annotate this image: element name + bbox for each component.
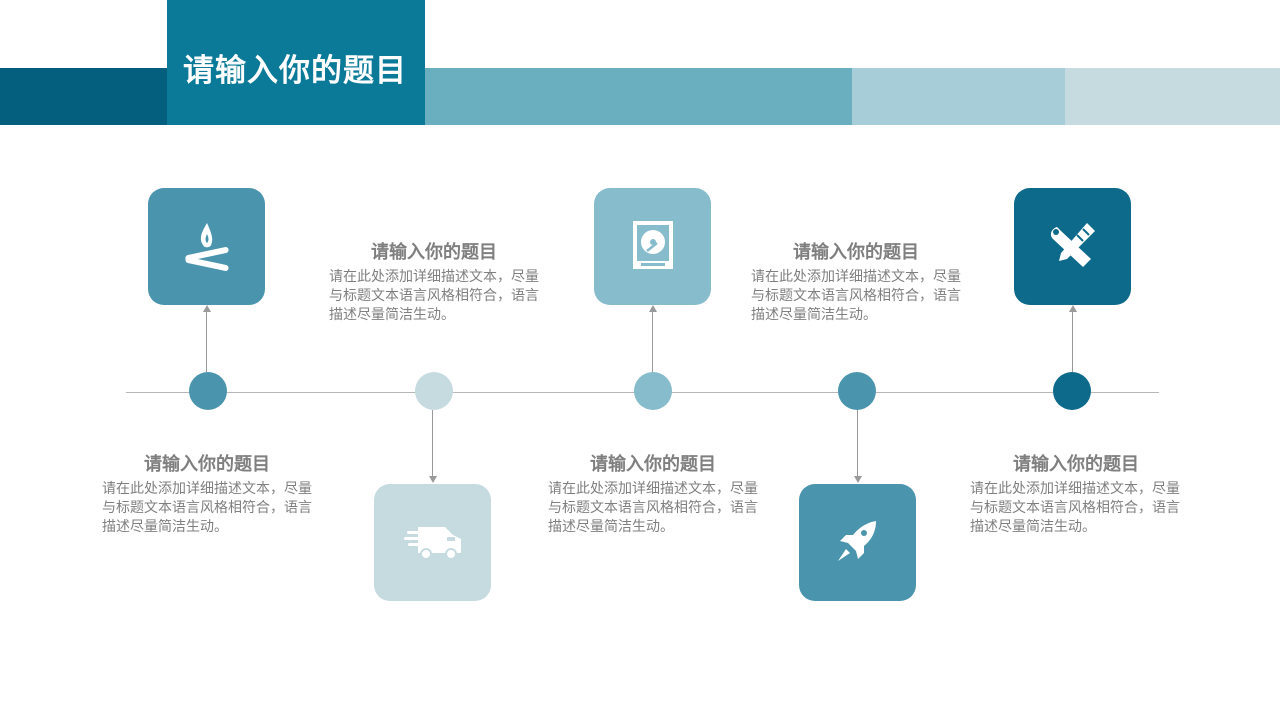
arrow-1 bbox=[203, 305, 211, 312]
item-4-desc: 请在此处添加详细描述文本，尽量与标题文本语言风格相符合，语言描述尽量简洁生动。 bbox=[751, 269, 961, 323]
item-4-title: 请输入你的题目 bbox=[793, 242, 919, 263]
page-title: 请输入你的题目 bbox=[183, 53, 407, 89]
connector-5 bbox=[1072, 312, 1073, 372]
timeline-dot-5 bbox=[1053, 372, 1091, 410]
icon-box-4 bbox=[799, 484, 916, 601]
header-band-2 bbox=[425, 68, 852, 125]
campfire-icon bbox=[177, 215, 237, 279]
arrow-5 bbox=[1069, 305, 1077, 312]
connector-3 bbox=[652, 312, 653, 372]
tools-icon bbox=[1043, 215, 1103, 279]
connector-1 bbox=[206, 312, 207, 372]
item-1-desc: 请在此处添加详细描述文本，尽量与标题文本语言风格相符合，语言描述尽量简洁生动。 bbox=[102, 481, 312, 535]
header-band-1 bbox=[0, 68, 167, 125]
arrow-4 bbox=[854, 476, 862, 483]
item-2-title: 请输入你的题目 bbox=[371, 242, 497, 263]
timeline-dot-2 bbox=[415, 372, 453, 410]
item-3-desc: 请在此处添加详细描述文本，尽量与标题文本语言风格相符合，语言描述尽量简洁生动。 bbox=[548, 481, 758, 535]
item-3-title: 请输入你的题目 bbox=[590, 454, 716, 475]
header-band-3 bbox=[852, 68, 1065, 125]
item-5-title: 请输入你的题目 bbox=[1013, 454, 1139, 475]
title-box bbox=[167, 0, 425, 125]
item-1-title: 请输入你的题目 bbox=[144, 454, 270, 475]
timeline-dot-3 bbox=[634, 372, 672, 410]
icon-box-3 bbox=[594, 188, 711, 305]
connector-2 bbox=[432, 410, 433, 476]
hard-drive-icon bbox=[623, 215, 683, 279]
timeline-dot-4 bbox=[838, 372, 876, 410]
arrow-3 bbox=[649, 305, 657, 312]
rocket-icon bbox=[828, 511, 888, 575]
arrow-2 bbox=[429, 476, 437, 483]
icon-box-2 bbox=[374, 484, 491, 601]
item-5-desc: 请在此处添加详细描述文本，尽量与标题文本语言风格相符合，语言描述尽量简洁生动。 bbox=[970, 481, 1180, 535]
timeline-dot-1 bbox=[189, 372, 227, 410]
connector-4 bbox=[857, 410, 858, 476]
delivery-truck-icon bbox=[403, 511, 463, 575]
icon-box-1 bbox=[148, 188, 265, 305]
header-band-4 bbox=[1065, 68, 1280, 125]
item-2-desc: 请在此处添加详细描述文本，尽量与标题文本语言风格相符合，语言描述尽量简洁生动。 bbox=[329, 269, 539, 323]
icon-box-5 bbox=[1014, 188, 1131, 305]
